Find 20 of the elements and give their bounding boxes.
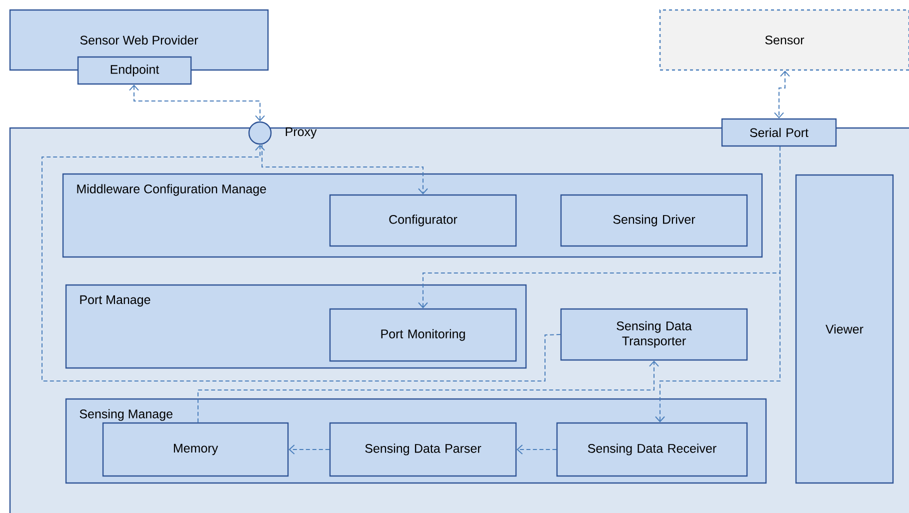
component-box: Configurator <box>329 194 517 247</box>
arrow <box>262 144 428 194</box>
arrow <box>198 360 659 423</box>
component-box: Serial Port <box>721 118 837 147</box>
arrow <box>129 84 265 122</box>
component-box: Viewer <box>795 174 894 484</box>
component-box: Memory <box>102 422 289 477</box>
component-box: Sensing Data Parser <box>329 422 517 477</box>
arrow <box>655 146 780 422</box>
component-box: Sensing Data Transporter <box>560 308 748 361</box>
component-box: Sensing Driver <box>560 194 748 247</box>
arrow <box>42 144 561 382</box>
component-box: Port Monitoring <box>329 308 517 362</box>
arrow <box>516 444 557 454</box>
node-label: Proxy <box>286 127 317 139</box>
arrow <box>774 70 790 118</box>
component-box: Endpoint <box>77 56 192 85</box>
arrow <box>288 444 330 454</box>
component-box: Sensing Data Receiver <box>556 422 748 477</box>
sensor-box: Sensor <box>659 9 909 71</box>
